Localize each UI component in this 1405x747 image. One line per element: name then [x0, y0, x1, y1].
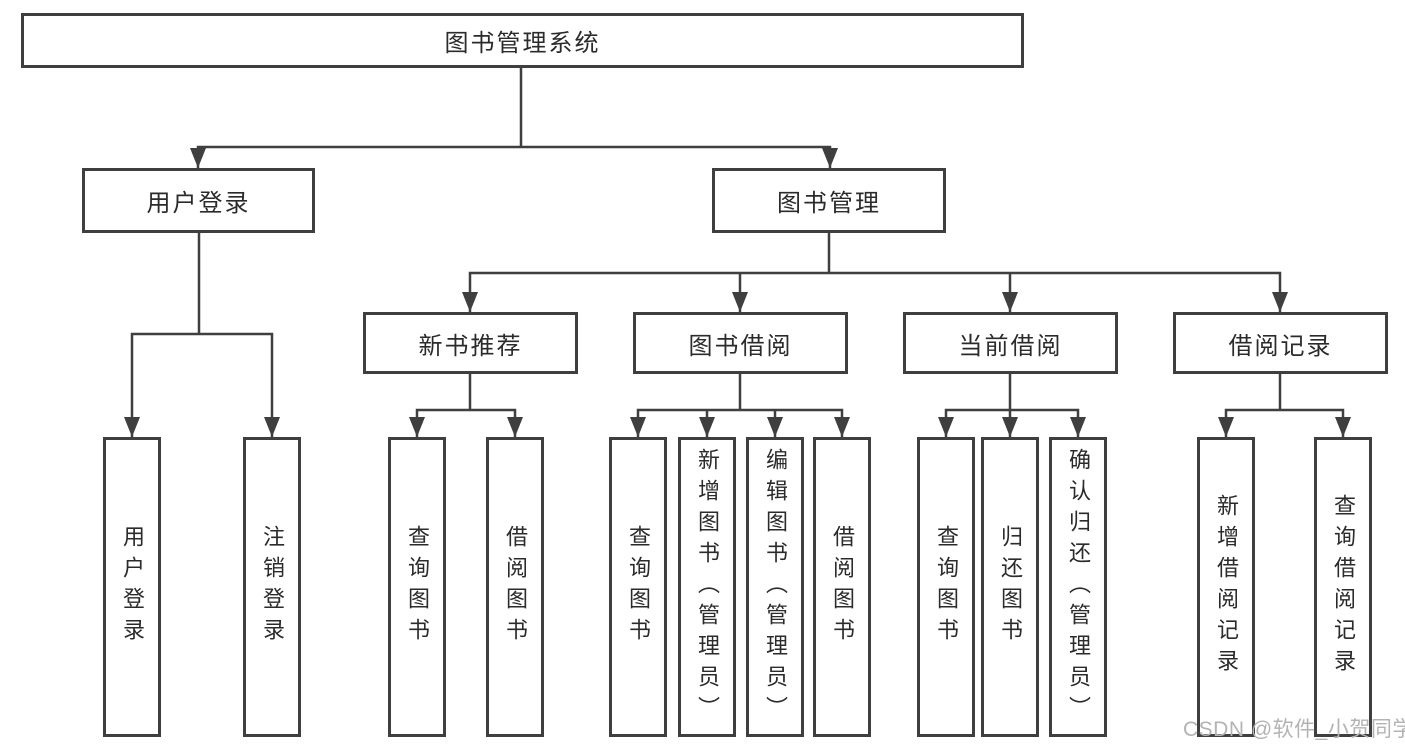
node-label: 编辑图书（管理员）	[763, 447, 788, 727]
leaf-search-books-current: 查询图书	[917, 437, 975, 737]
watermark: CSDN @软件_小贺同学	[1183, 718, 1405, 741]
arrow-down-icon	[767, 417, 783, 437]
arrow-down-icon	[507, 417, 523, 437]
node-new-book-recommendation: 新书推荐	[363, 312, 578, 374]
arrow-down-icon	[1272, 292, 1288, 312]
leaf-search-borrow-record: 查询借阅记录	[1314, 437, 1372, 737]
node-label: 图书借阅	[688, 332, 793, 360]
leaf-borrow-books-recommend: 借阅图书	[486, 437, 544, 737]
node-current-borrowing: 当前借阅	[903, 312, 1118, 374]
leaf-logout: 注销登录	[243, 437, 301, 737]
node-label: 借阅图书	[830, 525, 855, 649]
leaf-add-book-admin: 新增图书（管理员）	[678, 437, 736, 737]
arrow-down-icon	[822, 148, 838, 168]
node-label: 查询借阅记录	[1331, 494, 1356, 680]
node-label: 图书管理系统	[444, 30, 601, 57]
arrow-down-icon	[1070, 417, 1086, 437]
node-label: 查询图书	[934, 525, 959, 649]
leaf-confirm-return-admin: 确认归还（管理员）	[1049, 437, 1107, 737]
arrow-down-icon	[1002, 417, 1018, 437]
arrow-down-icon	[264, 417, 280, 437]
node-label: 用户登录	[146, 190, 251, 217]
node-label: 查询图书	[626, 525, 651, 649]
arrow-down-icon	[190, 148, 206, 168]
arrow-down-icon	[732, 292, 748, 312]
node-label: 借阅记录	[1228, 332, 1333, 360]
leaf-return-books: 归还图书	[981, 437, 1039, 737]
arrow-down-icon	[1002, 292, 1018, 312]
node-label: 确认归还（管理员）	[1066, 447, 1091, 727]
leaf-edit-book-admin: 编辑图书（管理员）	[746, 437, 804, 737]
arrow-down-icon	[1335, 417, 1351, 437]
arrow-down-icon	[630, 417, 646, 437]
arrow-down-icon	[938, 417, 954, 437]
node-label: 新增借阅记录	[1214, 494, 1239, 680]
arrow-down-icon	[699, 417, 715, 437]
arrow-down-icon	[462, 292, 478, 312]
leaf-search-books-borrowing: 查询图书	[609, 437, 667, 737]
node-label: 新增图书（管理员）	[695, 447, 720, 727]
node-label: 图书管理	[777, 190, 881, 217]
arrow-down-icon	[124, 417, 140, 437]
arrow-down-icon	[409, 417, 425, 437]
leaf-search-books-recommend: 查询图书	[388, 437, 446, 737]
node-label: 借阅图书	[503, 525, 528, 649]
node-book-management: 图书管理	[712, 168, 946, 233]
node-borrowing-records: 借阅记录	[1173, 312, 1388, 374]
arrow-down-icon	[834, 417, 850, 437]
arrow-down-icons	[124, 148, 1351, 437]
node-label: 注销登录	[260, 525, 285, 649]
node-label: 归还图书	[998, 525, 1023, 649]
leaf-user-login: 用户登录	[103, 437, 161, 737]
node-label: 新书推荐	[418, 332, 523, 360]
node-library-management-system: 图书管理系统	[21, 13, 1024, 68]
arrow-down-icon	[1218, 417, 1234, 437]
node-label: 用户登录	[120, 525, 145, 649]
leaf-borrow-books-borrowing: 借阅图书	[813, 437, 871, 737]
node-book-borrowing: 图书借阅	[633, 312, 848, 374]
leaf-add-borrow-record: 新增借阅记录	[1197, 437, 1255, 737]
node-label: 当前借阅	[958, 332, 1063, 360]
node-label: 查询图书	[405, 525, 430, 649]
node-user-login: 用户登录	[82, 168, 315, 233]
